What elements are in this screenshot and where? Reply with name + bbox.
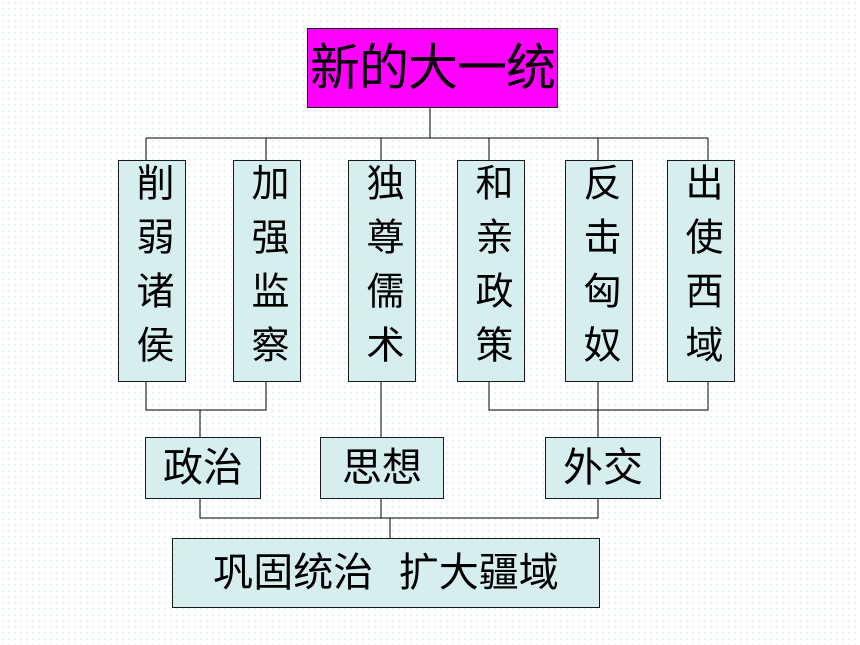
category-label: 外交 — [563, 445, 643, 491]
category-label: 政治 — [163, 445, 243, 491]
title-to-policies-connector — [145, 108, 709, 160]
goal-box: 巩固统治 扩大疆域 — [172, 538, 600, 608]
title-text: 新的大一统 — [310, 39, 556, 97]
policy-box-western-regions: 出使西域 — [667, 160, 735, 382]
policy-box-heqin: 和亲政策 — [457, 160, 525, 382]
category-box-diplomacy: 外交 — [545, 437, 661, 499]
policy-label: 独尊儒术 — [360, 163, 404, 379]
policy-box-confucianism: 独尊儒术 — [348, 160, 416, 382]
policy-label: 加强监察 — [245, 163, 289, 379]
policy-label: 削弱诸侯 — [130, 163, 174, 379]
policies-to-politics-connector — [145, 382, 267, 437]
category-label: 思想 — [342, 445, 422, 491]
category-box-politics: 政治 — [145, 437, 261, 499]
goal-text: 巩固统治 扩大疆域 — [213, 550, 559, 596]
policy-box-weaken-vassals: 削弱诸侯 — [118, 160, 186, 382]
policy-label: 和亲政策 — [469, 163, 513, 379]
policy-label: 反击匈奴 — [577, 163, 621, 379]
policy-box-strengthen-supervision: 加强监察 — [233, 160, 301, 382]
category-box-thought: 思想 — [320, 437, 444, 499]
policy-box-xiongnu: 反击匈奴 — [565, 160, 633, 382]
policy-label: 出使西域 — [679, 163, 723, 379]
title-box: 新的大一统 — [307, 28, 558, 108]
policies-to-diplomacy-connector — [488, 382, 709, 437]
categories-to-goal-connector — [199, 499, 599, 538]
